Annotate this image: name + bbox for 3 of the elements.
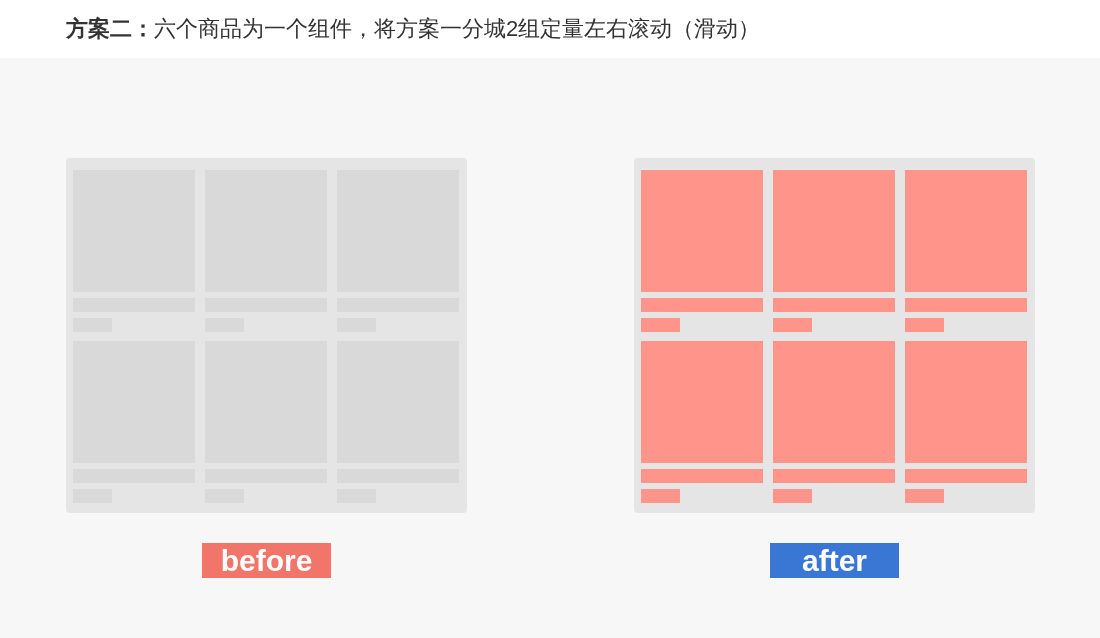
title: 方案二：六个商品为一个组件，将方案一分城2组定量左右滚动（滑动） — [66, 15, 761, 43]
caption-tag: before — [202, 543, 331, 578]
caption-tag: after — [770, 543, 899, 578]
